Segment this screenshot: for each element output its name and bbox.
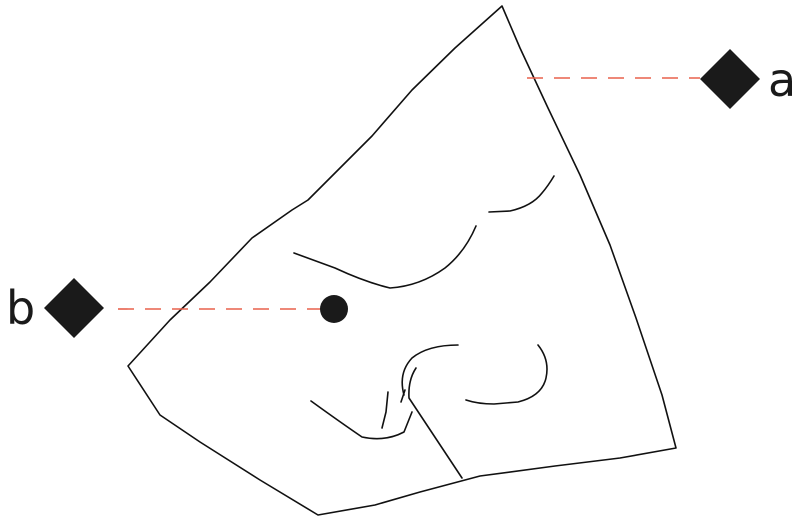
- callout-label-b: b: [6, 281, 35, 335]
- feature-hook-right: [466, 345, 547, 404]
- callout-label-a: a: [768, 53, 792, 107]
- feature-hook-left: [311, 401, 412, 439]
- diamond-marker-b: [44, 278, 104, 338]
- feature-short-stroke-1: [382, 392, 388, 428]
- feature-inner-stroke: [409, 368, 462, 478]
- diamond-marker-a: [700, 49, 760, 109]
- fragment-outline: [128, 6, 676, 515]
- feature-curve-middle: [294, 226, 476, 288]
- feature-line-upper: [489, 176, 554, 212]
- feature-inner-curve: [402, 345, 458, 395]
- point-b-marker: [320, 295, 348, 323]
